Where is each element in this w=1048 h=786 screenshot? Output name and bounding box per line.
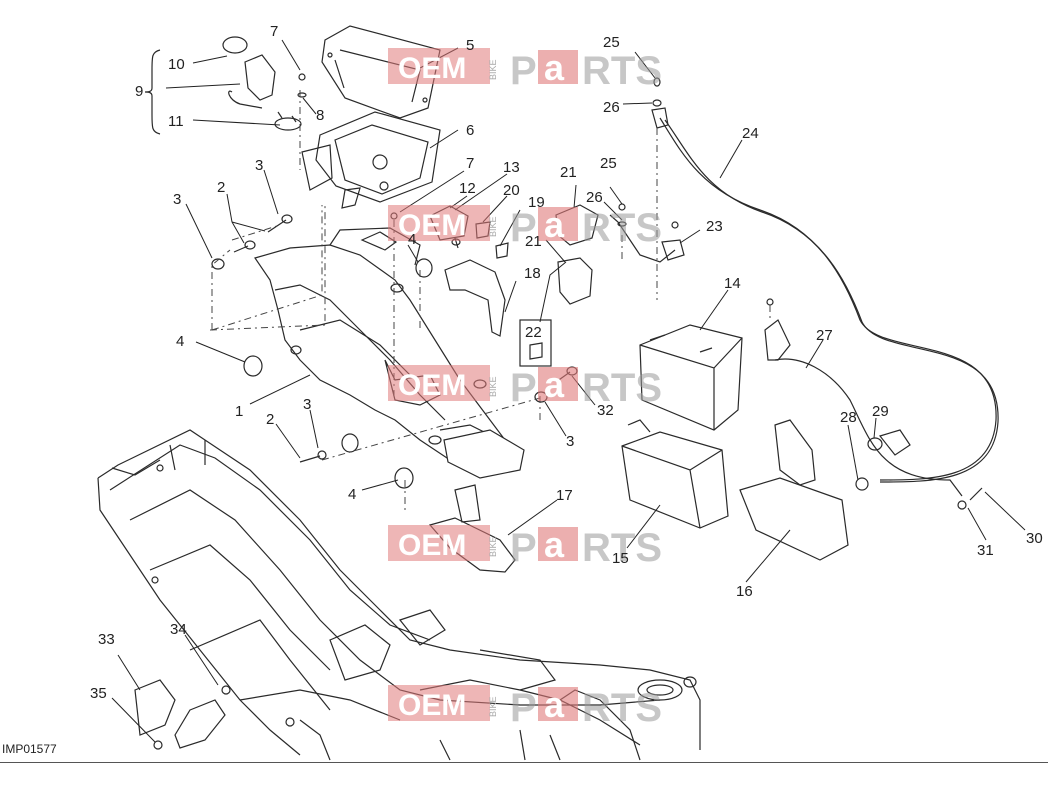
watermark: OEM BIKE P a RTS [388, 364, 662, 410]
callout-3: 3 [173, 191, 181, 208]
svg-text:RTS: RTS [582, 686, 662, 730]
svg-text:a: a [544, 204, 565, 245]
callout-7: 7 [466, 155, 474, 172]
callout-6: 6 [466, 122, 474, 139]
callout-35: 35 [90, 685, 107, 702]
callout-12: 12 [459, 180, 476, 197]
lock-assembly [144, 36, 302, 135]
callout-3: 3 [303, 396, 311, 413]
svg-text:a: a [544, 47, 565, 88]
callout-21: 21 [560, 164, 577, 181]
svg-text:a: a [544, 684, 565, 725]
callout-13: 13 [503, 159, 520, 176]
svg-text:RTS: RTS [582, 206, 662, 250]
callout-18: 18 [524, 265, 541, 282]
callout-7: 7 [270, 23, 278, 40]
svg-text:OEM: OEM [398, 209, 466, 242]
callout-17: 17 [556, 487, 573, 504]
svg-text:BIKE: BIKE [488, 376, 498, 397]
callout-8: 8 [316, 107, 324, 124]
svg-text:P: P [510, 526, 537, 570]
callout-4: 4 [348, 486, 356, 503]
callout-31: 31 [977, 542, 994, 559]
callout-34: 34 [170, 621, 187, 638]
callout-2: 2 [217, 179, 225, 196]
svg-text:BIKE: BIKE [488, 216, 498, 237]
svg-text:BIKE: BIKE [488, 696, 498, 717]
svg-text:BIKE: BIKE [488, 59, 498, 80]
diagram-code: IMP01577 [2, 742, 57, 756]
svg-text:OEM: OEM [398, 52, 466, 85]
svg-text:P: P [510, 366, 537, 410]
svg-text:P: P [510, 206, 537, 250]
cable-terminals [617, 77, 774, 306]
assembly-guide-lines [209, 90, 771, 510]
callout-11: 11 [168, 113, 184, 130]
callout-26: 26 [586, 189, 603, 206]
callout-4: 4 [176, 333, 184, 350]
callout-3: 3 [566, 433, 574, 450]
callout-28: 28 [840, 409, 857, 426]
svg-text:RTS: RTS [582, 49, 662, 93]
callout-5: 5 [466, 37, 474, 54]
callout-19: 19 [528, 194, 545, 211]
bottom-divider [0, 762, 1048, 763]
watermark: OEM BIKE P a RTS [388, 684, 662, 730]
watermark: OEM BIKE P a RTS [388, 524, 662, 570]
callout-27: 27 [816, 327, 833, 344]
svg-text:a: a [544, 364, 565, 405]
callout-14: 14 [724, 275, 741, 292]
callout-1: 1 [235, 403, 243, 420]
svg-text:BIKE: BIKE [488, 536, 498, 557]
callout-30: 30 [1026, 530, 1043, 547]
battery [639, 324, 743, 431]
battery-cover [739, 419, 849, 561]
watermark: OEM BIKE P a RTS [388, 204, 662, 250]
watermark-group: OEM BIKE P a RTS OEM BIKE P a RTS OEM BI… [388, 47, 662, 730]
callout-26: 26 [603, 99, 620, 116]
watermark: OEM BIKE P a RTS [388, 47, 662, 93]
callout-33: 33 [98, 631, 115, 648]
svg-text:OEM: OEM [398, 369, 466, 402]
svg-text:OEM: OEM [398, 689, 466, 722]
callout-25: 25 [600, 155, 617, 172]
callout-21: 21 [525, 233, 542, 250]
svg-text:RTS: RTS [582, 526, 662, 570]
callout-10: 10 [168, 56, 185, 73]
callout-22: 22 [525, 324, 542, 341]
battery-box [621, 419, 729, 529]
callout-24: 24 [742, 125, 759, 142]
callout-2: 2 [266, 411, 274, 428]
svg-text:RTS: RTS [582, 366, 662, 410]
svg-text:P: P [510, 686, 537, 730]
battery-cables [609, 117, 999, 510]
ecu-holder [301, 111, 441, 209]
callout-9: 9 [135, 83, 143, 100]
callout-20: 20 [503, 182, 520, 199]
leader-lines [111, 39, 1026, 743]
svg-text:a: a [544, 524, 565, 565]
callout-3: 3 [255, 157, 263, 174]
callout-4: 4 [408, 231, 416, 248]
svg-text:OEM: OEM [398, 529, 466, 562]
callout-16: 16 [736, 583, 753, 600]
side-bracket [134, 679, 231, 750]
callout-23: 23 [706, 218, 723, 235]
callout-25: 25 [603, 34, 620, 51]
svg-text:P: P [510, 49, 537, 93]
callout-labels: 1 2 2 3 3 3 3 4 4 4 5 6 7 7 8 9 10 11 12… [90, 23, 1043, 702]
callout-29: 29 [872, 403, 889, 420]
callout-32: 32 [597, 402, 614, 419]
callout-15: 15 [612, 550, 629, 567]
